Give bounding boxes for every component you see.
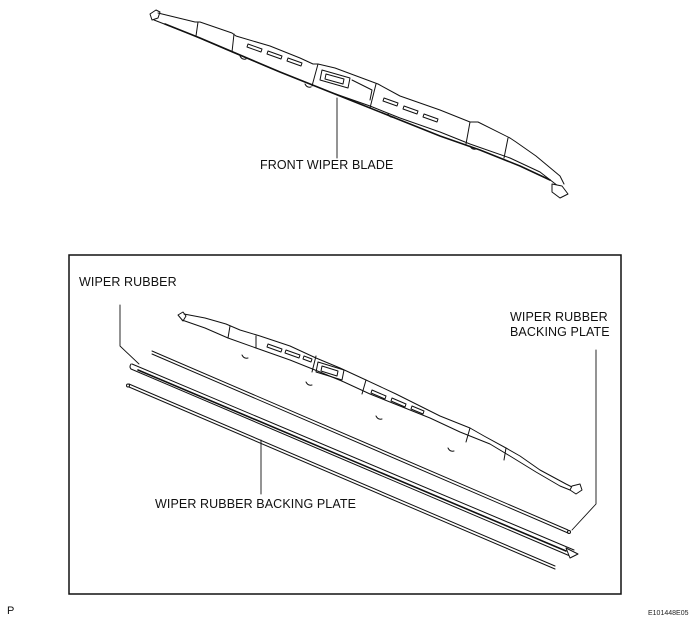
front-wiper-blade-illustration bbox=[149, 9, 569, 199]
backing-plate-right-label-line2: BACKING PLATE bbox=[510, 325, 610, 339]
backing-plate-right-label-line1: WIPER RUBBER bbox=[510, 310, 608, 324]
figure-code: E101448E05 bbox=[648, 610, 689, 617]
detail-frame bbox=[68, 254, 622, 595]
wiper-rubber-label: WIPER RUBBER bbox=[79, 275, 177, 289]
page-marker: P bbox=[7, 605, 15, 617]
front-wiper-blade-label: FRONT WIPER BLADE bbox=[260, 158, 394, 172]
backing-plate-bottom-label: WIPER RUBBER BACKING PLATE bbox=[154, 497, 358, 512]
wiper-blade-detail-illustration bbox=[119, 304, 597, 570]
